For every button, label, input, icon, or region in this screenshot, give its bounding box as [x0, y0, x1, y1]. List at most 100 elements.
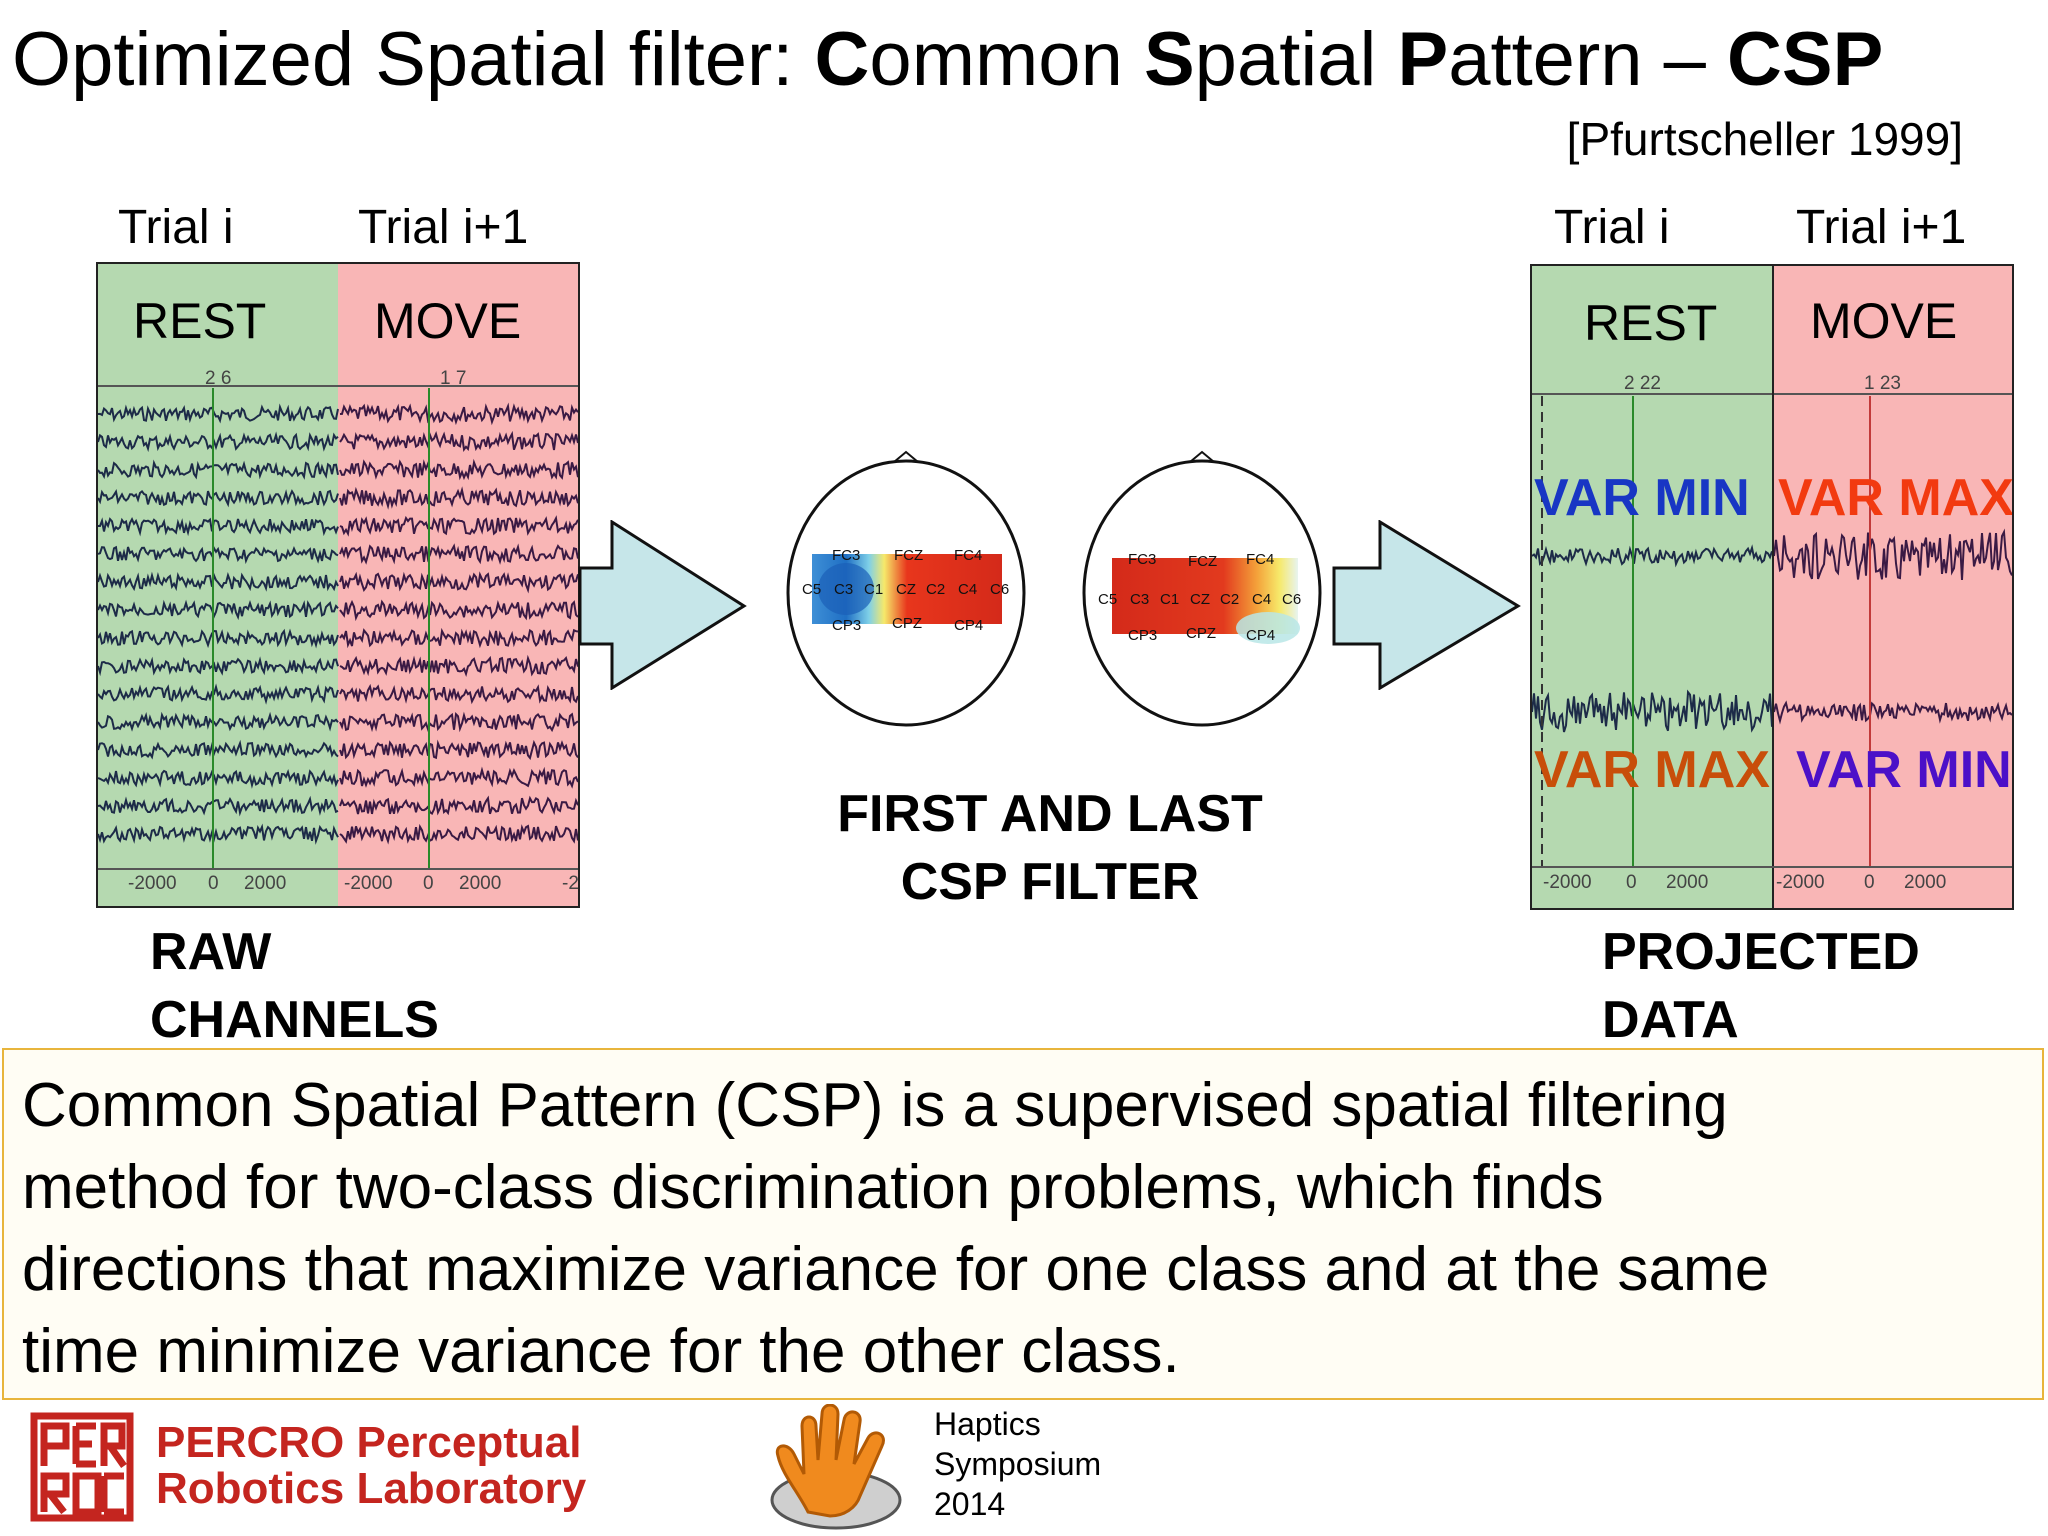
proj-trace-group: [1531, 528, 2013, 733]
electrode-label: C2: [1220, 591, 1239, 608]
electrode-label: FCZ: [1188, 553, 1217, 570]
raw-channel-trace: [97, 431, 339, 453]
raw-channel-trace: [97, 599, 339, 621]
projected-trace: [1531, 544, 1773, 568]
raw-channel-trace: [339, 654, 579, 677]
raw-channel-trace: [97, 795, 339, 817]
nose-icon: [1189, 450, 1215, 463]
title-text-2: ommon: [869, 17, 1144, 102]
head-map-last-filter: FC3 FCZ FC4 C5 C3 C1 CZ C2 C4 C6 CP3 CPZ…: [1082, 450, 1322, 727]
description-line2: method for two-class discrimination prob…: [22, 1153, 1604, 1222]
raw-channel-trace: [339, 739, 579, 761]
arrow-right-icon: [578, 520, 747, 690]
title-text-1: Optimized Spatial filter:: [12, 17, 815, 102]
proj-move-region: [1772, 264, 2014, 910]
proj-trial-i-label: Trial i: [1554, 201, 1670, 254]
filter-caption-line2: CSP FILTER: [900, 853, 1200, 911]
electrode-label: CP4: [1246, 627, 1275, 644]
raw-channel-trace: [339, 627, 579, 649]
raw-rest-label: REST: [133, 293, 267, 349]
hand-logo-icon: [770, 1404, 902, 1530]
title-bold-p: P: [1397, 17, 1449, 102]
slide-title: Optimized Spatial filter: Common Spatial…: [12, 18, 1883, 102]
raw-move-region: [338, 262, 580, 908]
raw-channel-trace: [339, 823, 579, 845]
title-bold-csp: CSP: [1727, 17, 1884, 102]
raw-channel-trace: [97, 628, 339, 649]
raw-axis-line: [96, 868, 580, 870]
proj-class-divider: [1772, 264, 1774, 910]
description-box: Common Spatial Pattern (CSP) is a superv…: [2, 1048, 2044, 1400]
electrode-label: C3: [1130, 591, 1149, 608]
raw-channel-trace: [98, 517, 339, 537]
proj-tick: -2000: [1543, 872, 1592, 893]
percro-logo: [30, 1412, 134, 1522]
topo-minimum-blob: [1236, 612, 1300, 644]
raw-trial-i1-label: Trial i+1: [358, 201, 529, 254]
filter-caption: FIRST AND LAST CSP FILTER: [770, 780, 1330, 916]
title-bold-s: S: [1143, 17, 1195, 102]
event-line3: 2014: [934, 1486, 1006, 1522]
proj-trial-i1-label: Trial i+1: [1796, 201, 1967, 254]
raw-caption: RAW CHANNELS: [150, 918, 439, 1054]
raw-channel-trace: [97, 711, 339, 732]
electrode-label: C3: [834, 581, 853, 598]
electrode-label: FC4: [954, 547, 982, 564]
raw-channel-trace: [97, 571, 339, 592]
electrode-label: C2: [926, 581, 945, 598]
raw-channel-trace: [97, 545, 339, 565]
citation: [Pfurtscheller 1999]: [1566, 113, 1963, 165]
raw-tick: 0: [208, 873, 219, 894]
electrode-label: FCZ: [894, 547, 923, 564]
electrode-label: FC3: [1128, 551, 1156, 568]
head-map-first-filter: FC3 FCZ FC4 C5 C3 C1 CZ C2 C4 C6 CP3 CPZ…: [786, 450, 1026, 727]
proj-move-marker: 1 23: [1864, 373, 1901, 394]
electrode-label: CZ: [1190, 591, 1210, 608]
raw-channel-trace: [339, 402, 579, 426]
raw-channel-trace: [97, 403, 339, 424]
proj-rest-marker: 2 22: [1624, 373, 1661, 394]
raw-trace-group: [97, 402, 579, 845]
filter-caption-line1: FIRST AND LAST: [837, 785, 1263, 843]
description-line3: directions that maximize variance for on…: [22, 1235, 1770, 1304]
raw-tick: -2000: [344, 873, 393, 894]
raw-rest-marker: 2 6: [205, 368, 232, 389]
projected-trace: [1531, 689, 1773, 733]
description-line4: time minimize variance for the other cla…: [22, 1317, 1180, 1386]
raw-move-marker: 1 7: [440, 368, 467, 389]
electrode-label: C6: [990, 581, 1009, 598]
event-line1: Haptics: [934, 1406, 1041, 1442]
raw-tick: -2000: [128, 873, 177, 894]
title-text-3: patial: [1194, 17, 1398, 102]
raw-eeg-traces: [97, 388, 579, 868]
nose-icon: [893, 450, 919, 463]
proj-axis-line: [1530, 866, 2014, 868]
lab-name: PERCRO Perceptual Robotics Laboratory: [156, 1420, 586, 1512]
lab-name-line2: Robotics Laboratory: [156, 1464, 587, 1513]
raw-tick: 0: [423, 873, 434, 894]
electrode-label: CP3: [832, 617, 861, 634]
raw-channel-trace: [339, 571, 579, 594]
raw-caption-line2: CHANNELS: [150, 991, 439, 1049]
raw-channel-trace: [339, 430, 579, 453]
electrode-label: C4: [958, 581, 977, 598]
var-max-label-top: VAR MAX: [1778, 469, 2014, 527]
raw-tick: -2: [562, 873, 579, 894]
raw-channel-trace: [339, 486, 579, 510]
raw-channel-trace: [339, 766, 579, 789]
proj-tick: -2000: [1776, 872, 1825, 893]
raw-tick: 2000: [244, 873, 287, 894]
proj-caption: PROJECTED DATA: [1602, 918, 1920, 1054]
raw-channel-trace: [339, 599, 579, 622]
electrode-label: CZ: [896, 581, 916, 598]
electrode-label: CPZ: [1186, 625, 1216, 642]
projected-trace: [1773, 700, 2013, 725]
electrode-label: CP3: [1128, 627, 1157, 644]
projected-traces: [1531, 396, 2013, 866]
event-info: Haptics Symposium 2014: [934, 1404, 1101, 1524]
raw-channel-trace: [97, 823, 339, 845]
proj-rest-label: REST: [1584, 295, 1718, 351]
raw-tick: 2000: [459, 873, 502, 894]
raw-channel-trace: [339, 683, 579, 705]
proj-caption-line2: DATA: [1602, 991, 1739, 1049]
